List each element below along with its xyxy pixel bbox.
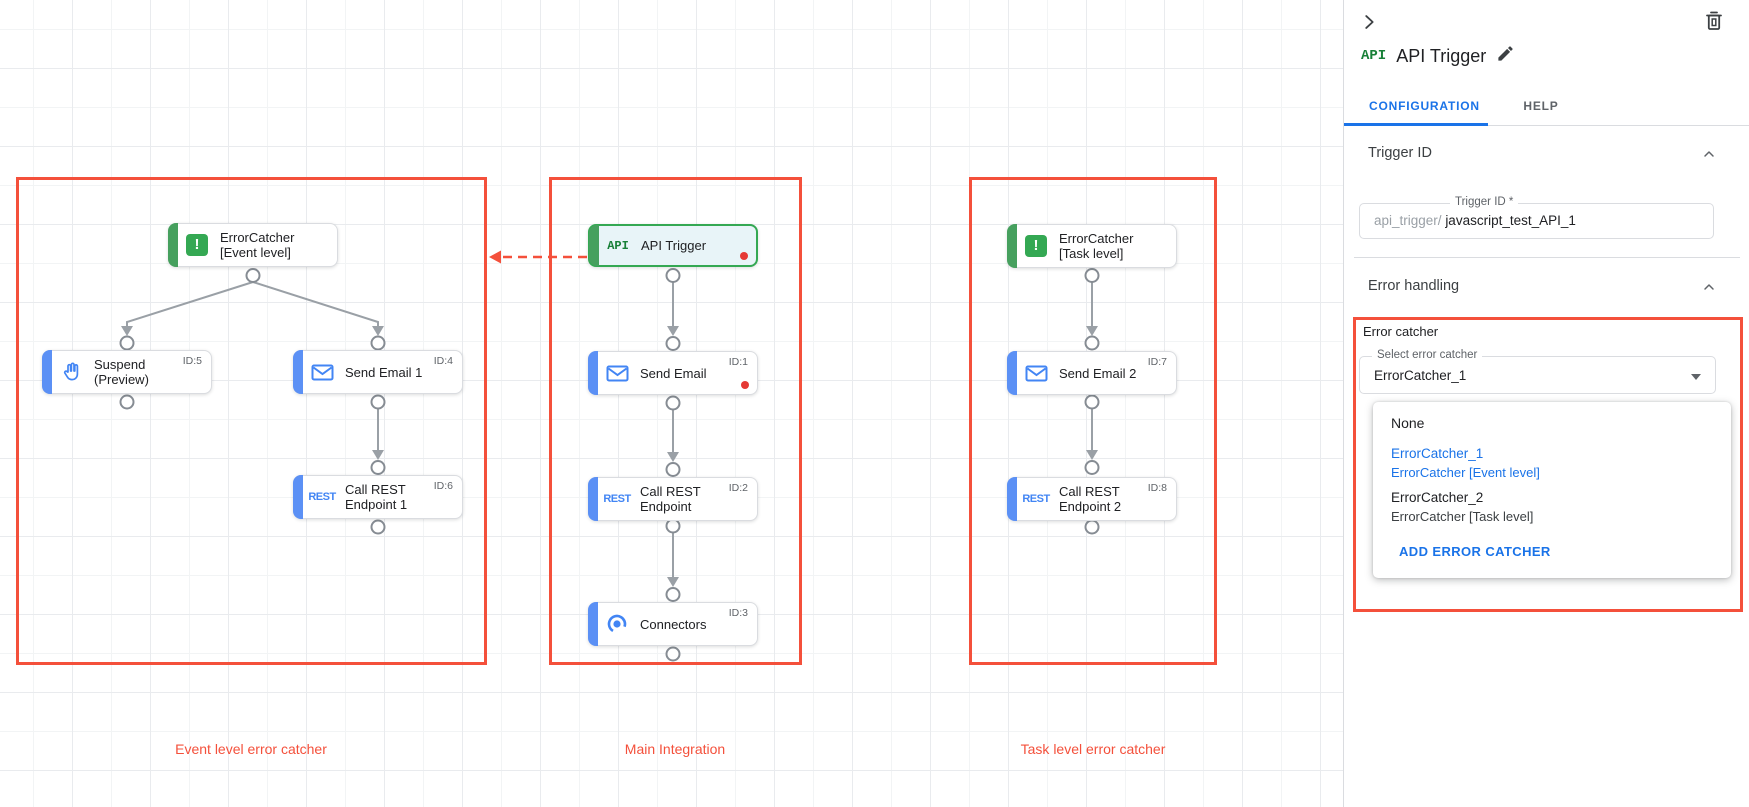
node-label: Send Email bbox=[640, 365, 707, 381]
node-send-email-1[interactable]: Send Email 1 ID:4 bbox=[293, 350, 463, 394]
delete-trigger-icon[interactable] bbox=[1704, 10, 1724, 37]
panel-tabs: CONFIGURATION HELP bbox=[1344, 88, 1749, 126]
error-status-dot bbox=[740, 252, 748, 260]
node-accent-bar bbox=[1007, 477, 1017, 521]
error-catcher-group-label: Error catcher bbox=[1363, 324, 1439, 339]
node-id-badge: ID:5 bbox=[182, 355, 202, 367]
api-trigger-logo: API bbox=[1361, 48, 1387, 64]
node-send-email-2[interactable]: Send Email 2 ID:7 bbox=[1007, 351, 1177, 395]
node-connectors[interactable]: Connectors ID:3 bbox=[588, 602, 758, 646]
node-suspend[interactable]: Suspend (Preview) ID:5 bbox=[42, 350, 212, 394]
node-label: Call REST Endpoint bbox=[640, 484, 701, 514]
select-error-catcher-label: Select error catcher bbox=[1372, 349, 1483, 361]
panel-title: API Trigger bbox=[1396, 45, 1487, 66]
api-icon: API bbox=[607, 238, 629, 253]
node-id-badge: ID:6 bbox=[433, 480, 453, 492]
dropdown-arrow-icon bbox=[1691, 374, 1701, 380]
node-call-rest-endpoint[interactable]: REST Call REST Endpoint ID:2 bbox=[588, 477, 758, 521]
collapse-section-icon[interactable] bbox=[1701, 279, 1717, 300]
trigger-id-field[interactable]: Trigger ID * api_trigger/ javascript_tes… bbox=[1359, 196, 1714, 239]
rest-icon: REST bbox=[603, 493, 631, 505]
collapse-panel-icon[interactable] bbox=[1358, 11, 1380, 38]
trigger-id-prefix: api_trigger/ bbox=[1374, 213, 1442, 228]
select-error-catcher[interactable]: Select error catcher ErrorCatcher_1 bbox=[1359, 349, 1716, 394]
node-error-catcher-event[interactable]: ErrorCatcher [Event level] bbox=[168, 223, 338, 267]
rest-icon: REST bbox=[308, 491, 336, 503]
add-error-catcher-button[interactable]: ADD ERROR CATCHER bbox=[1399, 544, 1551, 559]
node-send-email[interactable]: Send Email ID:1 bbox=[588, 351, 758, 395]
menu-item-errorcatcher-2-sub[interactable]: ErrorCatcher [Task level] bbox=[1391, 509, 1534, 524]
node-label: Suspend (Preview) bbox=[94, 357, 149, 387]
menu-item-errorcatcher-2[interactable]: ErrorCatcher_2 bbox=[1391, 490, 1484, 505]
email-icon bbox=[605, 365, 629, 382]
node-label: ErrorCatcher [Task level] bbox=[1059, 231, 1134, 261]
menu-item-errorcatcher-1-sub[interactable]: ErrorCatcher [Event level] bbox=[1391, 465, 1540, 480]
connectors-icon bbox=[605, 613, 629, 635]
node-accent-bar bbox=[168, 223, 178, 267]
node-label: Connectors bbox=[640, 616, 707, 632]
node-id-badge: ID:1 bbox=[728, 356, 748, 368]
menu-item-none[interactable]: None bbox=[1391, 415, 1425, 431]
error-catcher-icon bbox=[185, 234, 209, 256]
section-header-trigger-id[interactable]: Trigger ID bbox=[1368, 145, 1432, 161]
node-label: Call REST Endpoint 2 bbox=[1059, 484, 1122, 514]
node-call-rest-endpoint-1[interactable]: REST Call REST Endpoint 1 ID:6 bbox=[293, 475, 463, 519]
config-panel: API API Trigger CONFIGURATION HELP Trigg… bbox=[1343, 0, 1749, 807]
node-call-rest-endpoint-2[interactable]: REST Call REST Endpoint 2 ID:8 bbox=[1007, 477, 1177, 521]
trigger-id-value: javascript_test_API_1 bbox=[1445, 213, 1576, 228]
node-label: Send Email 1 bbox=[345, 364, 423, 380]
node-accent-bar bbox=[588, 602, 598, 646]
node-accent-bar bbox=[293, 475, 303, 519]
error-status-dot bbox=[741, 381, 749, 389]
active-tab-indicator bbox=[1344, 123, 1488, 126]
node-accent-bar bbox=[1007, 351, 1017, 395]
group-label-main-integration: Main Integration bbox=[624, 741, 726, 757]
menu-item-errorcatcher-1[interactable]: ErrorCatcher_1 bbox=[1391, 446, 1484, 461]
hand-icon bbox=[59, 361, 83, 383]
node-id-badge: ID:4 bbox=[433, 355, 453, 367]
node-accent-bar bbox=[42, 350, 52, 394]
node-id-badge: ID:8 bbox=[1147, 482, 1167, 494]
tab-configuration[interactable]: CONFIGURATION bbox=[1369, 99, 1480, 113]
node-label: API Trigger bbox=[641, 238, 707, 253]
node-accent-bar bbox=[589, 225, 599, 266]
section-divider bbox=[1354, 257, 1740, 258]
email-icon bbox=[1024, 365, 1048, 382]
error-catcher-dropdown-menu: None ErrorCatcher_1 ErrorCatcher [Event … bbox=[1373, 402, 1731, 578]
select-error-catcher-value: ErrorCatcher_1 bbox=[1374, 368, 1467, 383]
tab-help[interactable]: HELP bbox=[1523, 99, 1559, 113]
node-label: Call REST Endpoint 1 bbox=[345, 482, 408, 512]
error-link-dashed-arrow bbox=[489, 250, 587, 264]
node-accent-bar bbox=[588, 477, 598, 521]
node-error-catcher-task[interactable]: ErrorCatcher [Task level] bbox=[1007, 224, 1177, 268]
node-accent-bar bbox=[293, 350, 303, 394]
node-id-badge: ID:2 bbox=[728, 482, 748, 494]
node-label: Send Email 2 bbox=[1059, 365, 1137, 381]
error-catcher-icon bbox=[1024, 235, 1048, 257]
group-label-task-level: Task level error catcher bbox=[1020, 741, 1166, 757]
collapse-section-icon[interactable] bbox=[1701, 146, 1717, 167]
node-id-badge: ID:3 bbox=[728, 607, 748, 619]
email-icon bbox=[310, 364, 334, 381]
edit-title-icon[interactable] bbox=[1496, 44, 1515, 68]
group-label-event-level: Event level error catcher bbox=[175, 741, 327, 757]
node-api-trigger[interactable]: API API Trigger bbox=[588, 224, 758, 267]
flow-canvas[interactable]: ErrorCatcher [Event level] Suspend (Prev… bbox=[0, 0, 1343, 807]
node-label: ErrorCatcher [Event level] bbox=[220, 230, 295, 260]
trigger-id-field-label: Trigger ID * bbox=[1450, 196, 1519, 208]
node-accent-bar bbox=[588, 351, 598, 395]
section-header-error-handling[interactable]: Error handling bbox=[1368, 278, 1460, 294]
edges-and-ports-layer bbox=[119, 250, 1100, 662]
rest-icon: REST bbox=[1022, 493, 1050, 505]
node-id-badge: ID:7 bbox=[1147, 356, 1167, 368]
node-accent-bar bbox=[1007, 224, 1017, 268]
